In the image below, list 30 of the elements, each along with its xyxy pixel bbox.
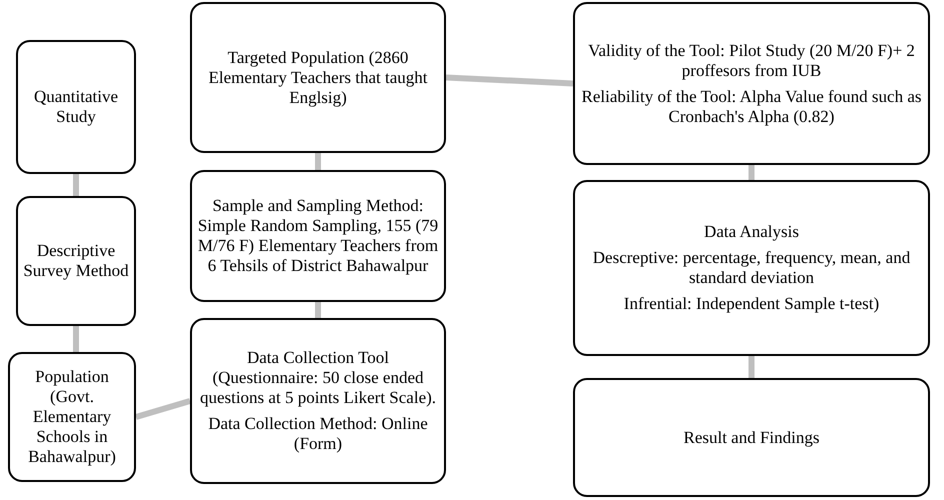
process-box [190, 2, 446, 153]
box-text: Population (Govt. Elementary Schools in Bahawalpur) [27, 367, 117, 467]
box-text: Data Analysis [704, 222, 799, 242]
box-text: Result and Findings [683, 428, 820, 448]
connector-line [315, 153, 321, 170]
box-text: Infrential: Independent Sample t-test) [624, 294, 880, 314]
process-box [573, 2, 930, 165]
connector-line [73, 326, 79, 352]
box-text: Targeted Population (2860 Elementary Teachers that taught Englsig) [208, 48, 428, 108]
connector-line [73, 174, 79, 196]
process-box [16, 40, 136, 174]
process-box [16, 196, 136, 326]
connector-line [748, 165, 754, 180]
process-box [573, 180, 930, 356]
connector-line [135, 398, 191, 420]
connector-line [446, 74, 574, 86]
connector-line [748, 356, 754, 378]
box-text: Data Collection Tool (Questionnaire: 50 close ended questions at 5 points Likert Scale). [198, 348, 438, 408]
process-box [573, 378, 930, 497]
process-box [8, 352, 136, 482]
box-text: Sample and Sampling Method: Simple Random Sampling, 155 (79 M/76 F) Elementary Teachers from 6 Tehsils of District Bahawalpur [196, 196, 440, 276]
box-text: Quantitative Study [32, 87, 120, 127]
box-text: Descriptive Survey Method [22, 241, 130, 281]
box-text: Reliability of the Tool: Alpha Value found such as Cronbach's Alpha (0.82) [580, 86, 923, 126]
box-text: Validity of the Tool: Pilot Study (20 M/20 F)+ 2 proffesors from IUB [587, 40, 916, 80]
connector-line [315, 302, 321, 318]
box-text: Descreptive: percentage, frequency, mean, and standard deviation [592, 248, 912, 288]
box-text: Data Collection Method: Online (Form) [207, 414, 429, 454]
process-box [190, 170, 446, 302]
process-box [190, 318, 446, 484]
